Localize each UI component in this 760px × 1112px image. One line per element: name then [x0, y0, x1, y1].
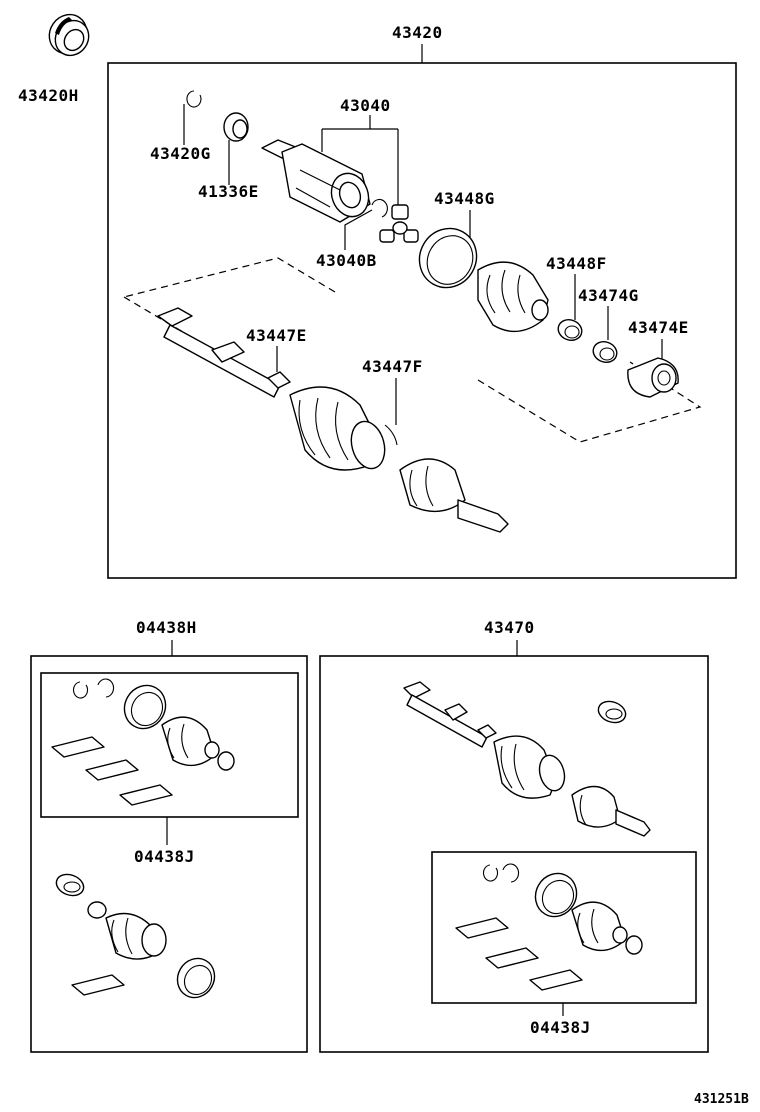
boot-kit-h-parts [55, 873, 216, 999]
label-43474g: 43474G [578, 286, 639, 305]
clamp-43448g [418, 227, 478, 289]
label-41336e: 41336E [198, 182, 259, 201]
label-43448g: 43448G [434, 189, 495, 208]
label-43040b: 43040B [316, 251, 377, 270]
label-04438j-right: 04438J [530, 1018, 591, 1037]
dashed-group-top [123, 257, 336, 298]
label-43447f: 43447F [362, 357, 423, 376]
snap-ring-43420g [186, 90, 202, 108]
label-04438h: 04438H [136, 618, 197, 637]
inner-boot [477, 261, 549, 333]
boot-kit-h-frame [30, 655, 308, 1053]
label-43040: 43040 [340, 96, 391, 115]
label-43470: 43470 [484, 618, 535, 637]
tripod-43040b [371, 199, 419, 243]
main-drive-shaft [157, 307, 509, 533]
bearing-41336e [223, 112, 249, 142]
boot-kit-j-left-parts [51, 678, 235, 806]
label-43447e: 43447E [246, 326, 307, 345]
clamp-43448f [557, 319, 583, 341]
dashed-group-right [477, 361, 702, 443]
boot-kit-j-right-parts [455, 863, 643, 991]
label-43420h: 43420H [18, 86, 79, 105]
assembly-43470-parts [403, 681, 651, 837]
label-43420: 43420 [392, 23, 443, 42]
inboard-joint-43040 [261, 139, 371, 223]
clamp-43474g [592, 341, 618, 363]
oil-seal-43420h [48, 13, 90, 57]
damper-43474e [627, 357, 679, 398]
label-43420g: 43420G [150, 144, 211, 163]
label-43448f: 43448F [546, 254, 607, 273]
boot-kit-j-right-frame [431, 851, 697, 1004]
label-04438j-left: 04438J [134, 847, 195, 866]
boot-kit-j-left-frame [40, 672, 299, 818]
label-43474e: 43474E [628, 318, 689, 337]
assembly-right-frame [319, 655, 709, 1053]
leader-lines [166, 44, 663, 1016]
figure-number: 431251B [694, 1092, 749, 1107]
